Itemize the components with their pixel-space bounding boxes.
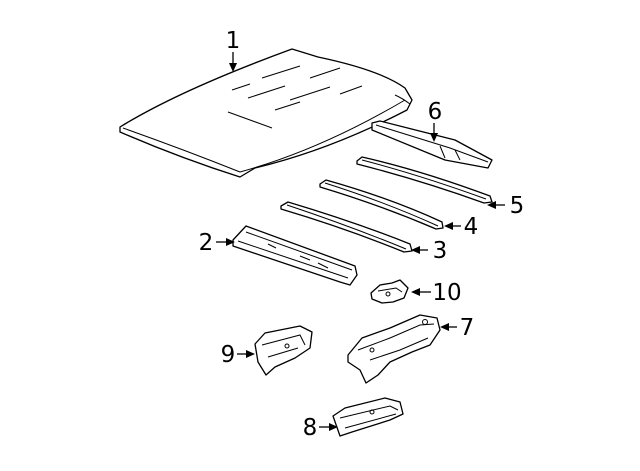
roof-bow-3[interactable] [280,201,413,253]
roof-panel[interactable] [119,48,413,178]
callout-4: 4 [464,214,479,240]
bracket-10[interactable] [370,279,409,304]
reinforcement-7[interactable] [347,314,441,384]
roof-bow-4[interactable] [319,179,444,230]
callout-5: 5 [510,193,525,219]
bracket-8[interactable] [332,397,404,437]
callout-10: 10 [432,280,461,306]
callout-1: 1 [226,28,241,54]
callout-8: 8 [303,415,318,441]
reinforcement-9[interactable] [254,325,313,376]
callout-3: 3 [433,238,448,264]
roof-bow-5[interactable] [356,156,493,204]
rear-header[interactable] [371,120,493,169]
leader-lines [216,52,505,431]
front-header[interactable] [232,225,358,286]
callout-9: 9 [221,342,236,368]
callout-2: 2 [199,230,214,256]
callout-6: 6 [428,99,443,125]
callout-7: 7 [460,315,475,341]
